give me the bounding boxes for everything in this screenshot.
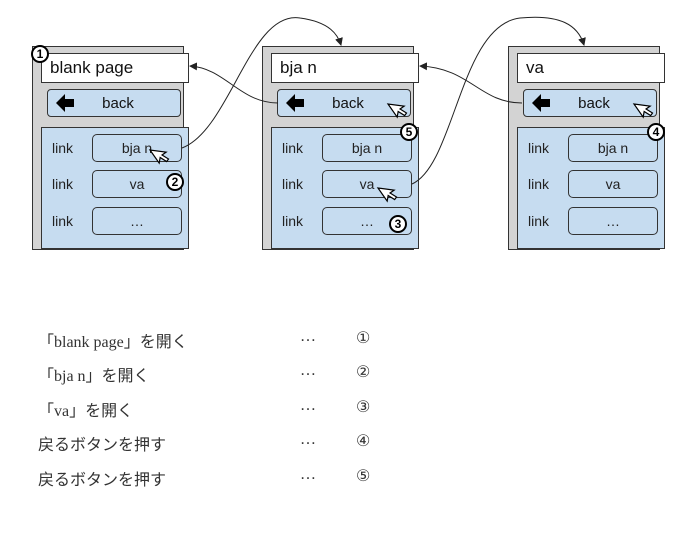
legend-dots: … [300, 466, 316, 483]
legend-mark: ② [356, 364, 371, 381]
page-title: blank page [41, 53, 189, 83]
back-button-label: back [332, 95, 364, 112]
legend-dots: … [300, 328, 316, 345]
step-marker-1: 1 [31, 45, 49, 63]
legend-dots: … [300, 431, 316, 448]
legend-text: 戻るボタンを押す [38, 437, 167, 454]
legend-text: 「va」を開く [38, 403, 134, 420]
legend-mark: ③ [356, 399, 371, 416]
back-arrow-icon [56, 94, 74, 112]
legend-text: 「bja n」を開く [38, 368, 150, 385]
legend-row: 「va」を開く … ③ [38, 395, 418, 420]
page-title: va [517, 53, 665, 83]
legend-mark: ⑤ [356, 468, 371, 485]
legend-dots: … [300, 397, 316, 414]
back-button-label: back [102, 95, 134, 112]
step-marker-3: 3 [389, 215, 407, 233]
back-button-label: back [578, 95, 610, 112]
page-title: bja n [271, 53, 419, 83]
link-button[interactable]: … [92, 207, 182, 235]
back-button[interactable]: back [47, 89, 181, 117]
link-button[interactable]: bja n [92, 134, 182, 162]
link-button[interactable]: bja n [568, 134, 658, 162]
browser-window-1: blank page back link bja n link va link … [32, 46, 189, 250]
legend-mark: ④ [356, 433, 371, 450]
row-label: link [52, 213, 74, 229]
legend-row: 戻るボタンを押す … ④ [38, 429, 418, 454]
step-marker-2: 2 [166, 173, 184, 191]
back-button[interactable]: back [277, 89, 411, 117]
step-marker-4: 4 [647, 123, 665, 141]
browser-window-3: va back link bja n link va link … [508, 46, 665, 250]
row-label: link [52, 140, 74, 156]
row-label: link [528, 140, 550, 156]
link-button[interactable]: bja n [322, 134, 412, 162]
row-label: link [528, 213, 550, 229]
row-label: link [52, 176, 74, 192]
link-button[interactable]: va [322, 170, 412, 198]
legend-mark: ① [356, 330, 371, 347]
legend-row: 戻るボタンを押す … ⑤ [38, 464, 418, 489]
row-label: link [282, 176, 304, 192]
back-button[interactable]: back [523, 89, 657, 117]
row-label: link [528, 176, 550, 192]
arrow-back-to-bja-n [419, 62, 523, 104]
legend-dots: … [300, 362, 316, 379]
legend-text: 戻るボタンを押す [38, 472, 167, 489]
page-content: link bja n link va link … [517, 127, 665, 249]
row-label: link [282, 213, 304, 229]
row-label: link [282, 140, 304, 156]
legend-text: 「blank page」を開く [38, 334, 188, 351]
link-button[interactable]: va [568, 170, 658, 198]
page-content: link bja n link va link … [41, 127, 189, 249]
step-marker-5: 5 [400, 123, 418, 141]
legend-row: 「bja n」を開く … ② [38, 360, 418, 385]
legend-row: 「blank page」を開く … ① [38, 326, 418, 351]
link-button[interactable]: … [568, 207, 658, 235]
